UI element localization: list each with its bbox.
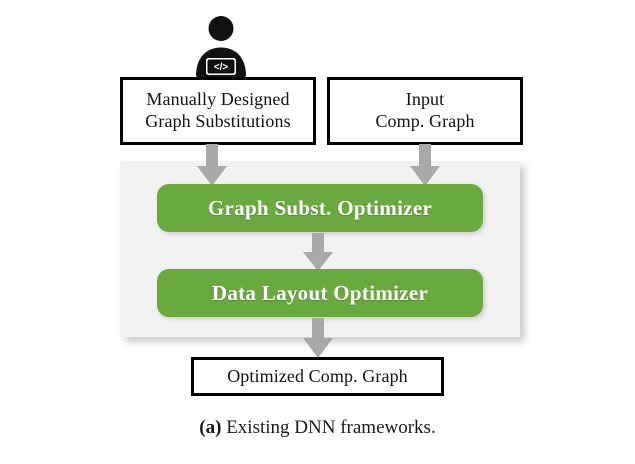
caption-label: (a) — [199, 417, 222, 438]
stage-label: Data Layout Optimizer — [211, 280, 429, 305]
box-manually-designed-graph-substitutions: Manually Designed Graph Substitutions — [120, 77, 316, 145]
box-line-2: Comp. Graph — [375, 111, 475, 131]
arrow-input-graph-to-pipeline — [410, 144, 440, 186]
box-line-2: Graph Substitutions — [145, 111, 291, 131]
box-label: Optimized Comp. Graph — [227, 365, 408, 386]
stage-label: Graph Subst. Optimizer — [207, 195, 433, 220]
arrow-pipeline-to-output — [303, 318, 333, 358]
code-glyph: </> — [214, 62, 229, 73]
stage-graph-subst-optimizer[interactable]: Graph Subst. Optimizer — [157, 184, 483, 232]
figure-caption: (a) Existing DNN frameworks. — [0, 417, 635, 439]
box-line-1: Manually Designed — [146, 89, 290, 110]
caption-text: Existing DNN frameworks. — [226, 417, 436, 438]
box-optimized-comp-graph: Optimized Comp. Graph — [191, 357, 444, 396]
box-line-1: Input — [405, 89, 445, 110]
stage-data-layout-optimizer[interactable]: Data Layout Optimizer — [157, 269, 483, 317]
developer-icon: </> — [188, 14, 254, 80]
box-input-comp-graph: Input Comp. Graph — [327, 77, 523, 145]
arrow-substitutions-to-pipeline — [197, 144, 227, 186]
arrow-graph-subst-to-data-layout — [303, 233, 333, 271]
